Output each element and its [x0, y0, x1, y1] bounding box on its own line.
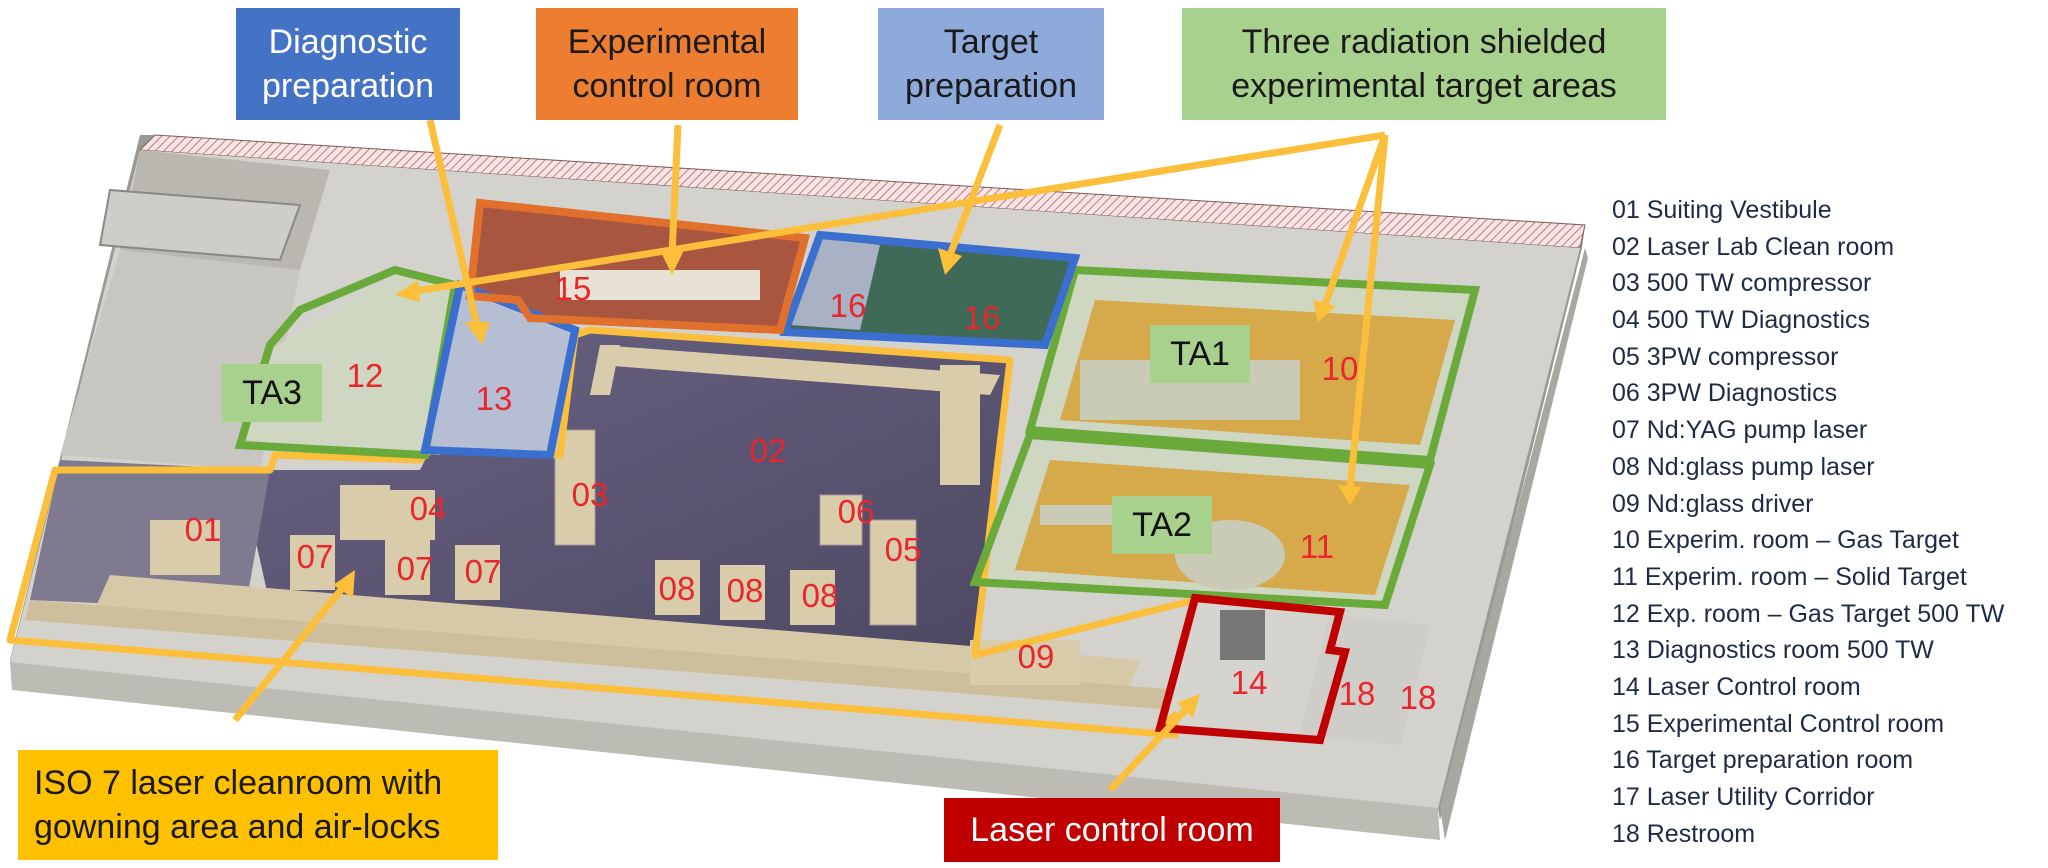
- room-16-outline: [779, 230, 1081, 350]
- room-number: 15: [554, 270, 592, 307]
- legend-item: 15 Experimental Control room: [1612, 709, 1945, 738]
- room-legend: 01 Suiting Vestibule 02 Laser Lab Clean …: [1612, 192, 2004, 852]
- legend-item: 02 Laser Lab Clean room: [1612, 232, 1895, 261]
- legend-item: 01 Suiting Vestibule: [1612, 196, 1832, 224]
- callout-arrows: [232, 119, 1389, 793]
- legend-item: 05 3PW compressor: [1612, 342, 1839, 371]
- legend-item: 06 3PW Diagnostics: [1612, 379, 1838, 408]
- callout-iso7-cleanroom: ISO 7 laser cleanroom with gowning area …: [18, 750, 498, 860]
- ta2-outline: [969, 430, 1436, 610]
- room-14-outline: [1154, 593, 1351, 745]
- legend-item: 12 Exp. room – Gas Target 500 TW: [1612, 599, 2005, 628]
- legend-item: 07 Nd:YAG pump laser: [1612, 416, 1868, 445]
- room-number: 06: [837, 493, 875, 530]
- room-number: 14: [1230, 664, 1268, 701]
- callout-experimental-control-room: Experimental control room: [536, 8, 798, 120]
- room-number: 12: [346, 357, 384, 394]
- room-number: 07: [464, 553, 502, 590]
- room-number: 07: [296, 538, 334, 575]
- callout-laser-control-room: Laser control room: [944, 798, 1280, 862]
- legend-item: 03 500 TW compressor: [1612, 269, 1872, 298]
- legend-item: 09 Nd:glass driver: [1612, 489, 1814, 518]
- room-number: 18: [1338, 675, 1376, 712]
- area-tag-ta2: TA2: [1112, 496, 1212, 554]
- legend-item: 17 Laser Utility Corridor: [1612, 783, 1875, 811]
- callout-target-preparation: Target preparation: [878, 8, 1104, 120]
- callout-shielded-target-areas: Three radiation shielded experimental ta…: [1182, 8, 1666, 120]
- room-number: 04: [409, 490, 447, 527]
- room-number: 03: [571, 476, 609, 513]
- cleanroom-floor: [25, 330, 1180, 710]
- room-number: 16: [963, 299, 1001, 336]
- room-13-area: [430, 290, 575, 455]
- room-number: 11: [1299, 528, 1335, 565]
- legend-item: 08 Nd:glass pump laser: [1612, 452, 1875, 481]
- legend-item: 14 Laser Control room: [1612, 672, 1861, 701]
- room-number: 08: [801, 577, 839, 614]
- legend-item: 18 Restroom: [1612, 819, 1756, 848]
- room-number: 08: [658, 570, 696, 607]
- room-number: 13: [475, 380, 513, 417]
- area-tag-ta1: TA1: [1150, 325, 1250, 383]
- room-number: 08: [726, 572, 764, 609]
- room-number: 18: [1399, 679, 1437, 716]
- legend-item: 13 Diagnostics room 500 TW: [1612, 636, 1934, 665]
- legend-item: 16 Target preparation room: [1612, 746, 1914, 775]
- room-15-area: [470, 205, 805, 330]
- room-number: 07: [396, 550, 434, 587]
- room-number: 16: [829, 287, 867, 324]
- room-number: 10: [1321, 350, 1359, 387]
- legend-item: 04 500 TW Diagnostics: [1612, 306, 1870, 335]
- room-number: 09: [1017, 638, 1055, 675]
- legend-item: 11 Experim. room – Solid Target: [1612, 562, 1967, 591]
- callout-diagnostic-preparation: Diagnostic preparation: [236, 8, 460, 120]
- ta1-outline: [1024, 265, 1481, 465]
- room-number: 02: [749, 432, 787, 469]
- room-number: 01: [184, 511, 222, 548]
- room-number: 05: [884, 531, 922, 568]
- legend-item: 10 Experim. room – Gas Target: [1612, 526, 1959, 555]
- area-tag-ta3: TA3: [222, 364, 322, 422]
